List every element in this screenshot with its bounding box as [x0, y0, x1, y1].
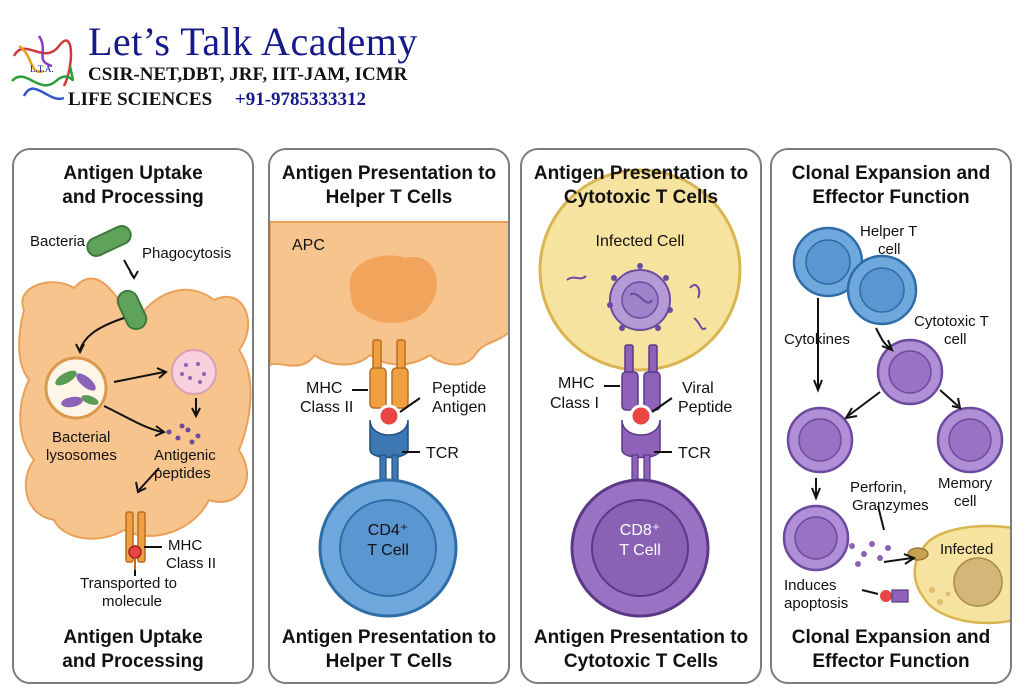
- label-helper: Helper T: [860, 223, 917, 240]
- panel-antigen-uptake: Bacteria Phagocytosis Bacterial lysosome…: [12, 148, 254, 684]
- label-antigen: Antigen: [432, 399, 486, 416]
- panel-footer: Antigen Presentation to Cytotoxic T Cell…: [533, 627, 749, 672]
- panel-footer: Antigen Presentation to Helper T Cells: [281, 627, 497, 672]
- label-peptide: Peptide: [678, 399, 732, 416]
- label-bacteria: Bacteria: [30, 233, 86, 250]
- label-memory: Memory: [938, 475, 993, 492]
- label-induces: Induces: [784, 577, 837, 594]
- brand-subtitle: CSIR-NET,DBT, JRF, IIT-JAM, ICMR: [88, 64, 408, 85]
- lysosome-vesicle: [171, 349, 217, 395]
- label-peptides: peptides: [154, 465, 211, 482]
- label-tcr: TCR: [426, 445, 459, 462]
- label-cell1: cell: [878, 241, 901, 258]
- label-apoptosis: apoptosis: [784, 595, 848, 612]
- label-tcell: T Cell: [367, 542, 409, 559]
- label-mhc: MHC: [168, 537, 202, 554]
- logo-text: L.T.A.: [30, 64, 54, 74]
- antigen-uptake-diagram: Bacteria Phagocytosis Bacterial lysosome…: [18, 225, 252, 610]
- molecule-logo-icon: L.T.A.: [11, 35, 75, 101]
- label-lysosomes: lysosomes: [46, 447, 117, 464]
- label-mhc: MHC: [306, 380, 342, 397]
- academy-header: L.T.A. Let’s Talk Academy CSIR-NET,DBT, …: [0, 0, 520, 120]
- helper-t-diagram: APC MHC Class II Peptide Antigen TCR CD4…: [270, 221, 508, 618]
- label-viral: Viral: [682, 380, 714, 397]
- panel-title: Antigen Presentation to Helper T Cells: [281, 163, 497, 208]
- panel-footer: Antigen Uptake and Processing: [62, 627, 204, 672]
- label-mhc: MHC: [558, 375, 594, 392]
- label-cd8: CD8⁺: [620, 522, 660, 539]
- label-cytotoxic: Cytotoxic T: [914, 313, 989, 330]
- viral-peptide: [629, 404, 653, 428]
- label-phagocytosis: Phagocytosis: [142, 245, 231, 262]
- apc-nucleus: [349, 255, 437, 323]
- label-class1: Class I: [550, 395, 599, 412]
- mhc-class2-molecule: [125, 511, 146, 570]
- label-tcr: TCR: [678, 445, 711, 462]
- label-peptide: Peptide: [432, 380, 486, 397]
- label-infected: Infected: [940, 541, 993, 558]
- panel-footer: Clonal Expansion and Effector Function: [791, 627, 991, 672]
- label-apc: APC: [292, 237, 325, 254]
- label-class2: Class II: [166, 555, 216, 572]
- peptide-antigen: [377, 404, 401, 428]
- label-bacterial: Bacterial: [52, 429, 110, 446]
- clonal-expansion-diagram: Helper T cell Cytokines Cytotoxic T cell…: [782, 223, 1010, 625]
- brand-subject: LIFE SCIENCES: [68, 89, 213, 110]
- panel-title: Antigen Presentation to Cytotoxic T Cell…: [533, 163, 749, 208]
- label-granzymes: Granzymes: [852, 497, 929, 514]
- perforin-granules: [849, 541, 891, 567]
- brand-contact: LIFE SCIENCES +91-9785333312: [68, 89, 366, 111]
- label-cytokines: Cytokines: [784, 331, 850, 348]
- panel-helper-t: APC MHC Class II Peptide Antigen TCR CD4…: [268, 148, 510, 684]
- panel-cytotoxic-t: Infected Cell MHC Class I Viral Peptide …: [520, 148, 762, 684]
- bacterial-lysosome: [44, 356, 108, 420]
- label-cell3: cell: [954, 493, 977, 510]
- bacterium-entering: [116, 289, 148, 331]
- label-perforin: Perforin,: [850, 479, 907, 496]
- panel-title: Clonal Expansion and Effector Function: [791, 163, 991, 208]
- label-transported: Transported to: [80, 575, 177, 592]
- label-cd4: CD4⁺: [368, 522, 408, 539]
- mhc-class2-molecule: [369, 339, 409, 409]
- brand-phone: +91-9785333312: [234, 89, 367, 110]
- bacterium-outside: [86, 225, 132, 257]
- label-molecule: molecule: [102, 593, 162, 610]
- label-tcell: T Cell: [619, 542, 661, 559]
- label-cell2: cell: [944, 331, 967, 348]
- label-class2: Class II: [300, 399, 353, 416]
- panel-clonal-expansion: Helper T cell Cytokines Cytotoxic T cell…: [770, 148, 1012, 684]
- cytotoxic-t-diagram: Infected Cell MHC Class I Viral Peptide …: [538, 168, 742, 618]
- brand-title: Let’s Talk Academy: [88, 19, 418, 64]
- label-infected-cell: Infected Cell: [596, 233, 685, 250]
- mhc-class1-molecule: [621, 344, 661, 411]
- antigenic-peptides: [166, 423, 201, 445]
- tcr-receptor: [369, 419, 409, 484]
- panel-title: Antigen Uptake and Processing: [62, 163, 204, 208]
- label-antigenic: Antigenic: [154, 447, 216, 464]
